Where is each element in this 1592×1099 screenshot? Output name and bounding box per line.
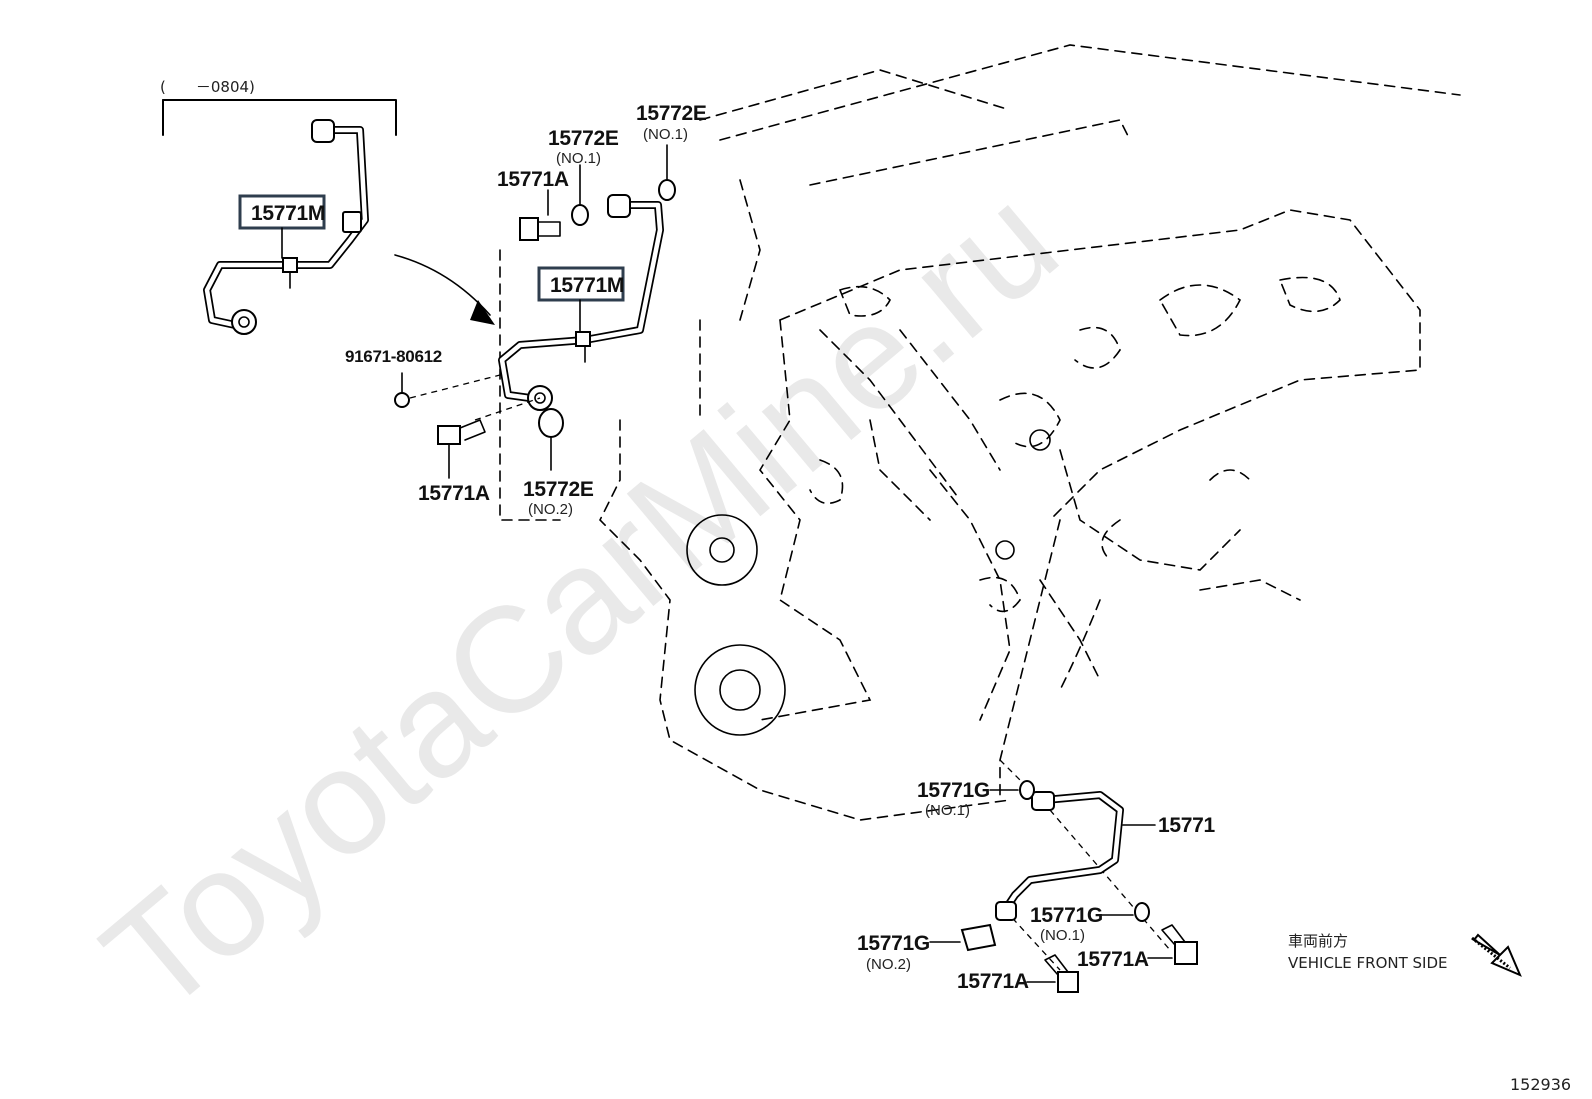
label-15771A-bottom[interactable]: 15771A [957,970,1029,993]
label-15771M-old[interactable]: 15771M [251,202,325,225]
label-15771G-mid-sub: (NO.1) [1040,927,1085,944]
install-arrow-head [470,300,495,325]
bolt-15771A-mid [437,425,461,445]
gasket-15771G-top [1019,780,1035,800]
label-91671-80612[interactable]: 91671-80612 [345,347,442,366]
installed-oil-hose [498,194,664,411]
lower-oil-pipe [929,759,1198,993]
label-15771G-top-sub: (NO.1) [925,802,970,819]
date-range-bracket: ( －0804) [160,78,397,136]
label-15772E-right-sub: (NO.1) [643,126,688,143]
old-oil-hose [203,119,369,335]
screw-91671 [394,392,410,408]
vehicle-front-indicator: 車両前方 VEHICLE FRONT SIDE [1288,932,1522,977]
gasket-15772E-no1-right [658,179,676,201]
label-15771G-no2-sub: (NO.2) [866,956,911,973]
label-15772E-right[interactable]: 15772E [636,102,707,125]
label-15771M-new[interactable]: 15771M [550,274,624,297]
part-labels: 15771M 15771M 15771A 15772E (NO.1) 15772… [238,102,1216,993]
label-15771[interactable]: 15771 [1158,814,1216,837]
gasket-15771G-no2 [960,923,997,952]
front-arrow-icon [1472,933,1522,977]
label-15771G-mid[interactable]: 15771G [1030,904,1103,927]
middle-hardware [394,372,564,479]
highlight-box-new [537,266,625,302]
label-15771G-no2[interactable]: 15771G [857,932,930,955]
crank-pulley [694,644,786,736]
label-15771A-right[interactable]: 15771A [1077,948,1149,971]
pulley [686,514,758,586]
label-15772E-no2-sub: (NO.2) [528,501,573,518]
gasket-15772E-no1-left [571,204,589,226]
date-range: ( －0804) [160,78,255,96]
engine-outline [499,44,1461,821]
bolt-15771A-top [519,217,539,241]
bolt-15771A-right [1174,941,1198,965]
label-15772E-left[interactable]: 15772E [548,127,619,150]
gasket-15772E-no2 [538,408,564,438]
label-15772E-left-sub: (NO.1) [556,150,601,167]
diagram-id: 152936 [1510,1075,1571,1094]
label-15771A-mid[interactable]: 15771A [418,482,490,505]
gasket-15771G-mid [1134,902,1150,922]
bolt-15771A-bottom [1057,971,1079,993]
label-15772E-no2[interactable]: 15772E [523,478,594,501]
label-15771A-top[interactable]: 15771A [497,168,569,191]
vehicle-front-en: VEHICLE FRONT SIDE [1288,954,1448,972]
vehicle-front-jp: 車両前方 [1288,932,1348,950]
label-15771G-top[interactable]: 15771G [917,779,990,802]
top-hardware [519,144,676,241]
